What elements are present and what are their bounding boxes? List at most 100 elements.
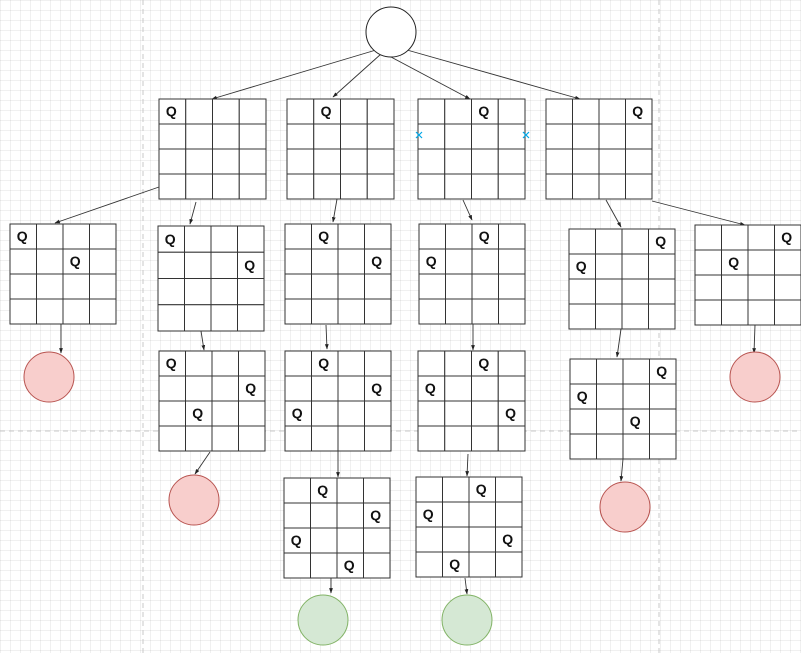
board-cell bbox=[184, 251, 212, 279]
board-cell bbox=[747, 299, 775, 326]
queen-piece: Q bbox=[426, 253, 437, 269]
board-cell bbox=[62, 273, 90, 300]
board-cell bbox=[649, 358, 677, 385]
board-cell bbox=[238, 123, 267, 150]
queen-piece: Q bbox=[781, 229, 792, 245]
dead-end-node[interactable] bbox=[23, 351, 75, 403]
queen-piece: Q bbox=[344, 557, 355, 573]
board-cell bbox=[415, 526, 443, 553]
board-cell bbox=[568, 228, 596, 255]
board-node-b2a[interactable]: QQ bbox=[284, 223, 392, 325]
board-node-b4b[interactable]: QQ bbox=[694, 224, 801, 326]
edge-b2a-to-b2a1 bbox=[324, 324, 329, 350]
board-node-b1a[interactable]: QQ bbox=[9, 223, 117, 325]
queen-piece: Q bbox=[245, 380, 256, 396]
board-cell bbox=[364, 400, 392, 427]
board-cell bbox=[36, 273, 64, 300]
board-cell bbox=[444, 425, 472, 452]
board-cell bbox=[284, 273, 312, 300]
board-cell bbox=[336, 477, 364, 504]
dead-end-node[interactable] bbox=[599, 481, 651, 533]
board-cell bbox=[237, 225, 265, 253]
board-node-b1b[interactable]: QQ bbox=[157, 225, 265, 332]
board-cell bbox=[471, 148, 499, 175]
board-cell bbox=[238, 173, 267, 200]
selection-markers bbox=[415, 131, 530, 139]
board-cell bbox=[364, 425, 392, 452]
board-node-b4a[interactable]: QQ bbox=[568, 228, 676, 330]
queen-piece: Q bbox=[632, 103, 643, 119]
board-cell bbox=[337, 425, 365, 452]
board-cell bbox=[340, 98, 368, 125]
board-cell bbox=[366, 123, 395, 150]
edge-b3a1a-to-s2 bbox=[464, 577, 469, 595]
board-cell bbox=[211, 350, 239, 377]
board-cell bbox=[364, 298, 392, 325]
solution-node[interactable] bbox=[441, 594, 493, 646]
board-cell bbox=[694, 274, 722, 301]
board-cell bbox=[238, 98, 267, 125]
board-cell bbox=[313, 123, 341, 150]
queen-piece: Q bbox=[318, 228, 329, 244]
board-cell bbox=[471, 248, 499, 275]
start-node[interactable] bbox=[365, 6, 417, 58]
board-cell bbox=[444, 375, 472, 402]
board-cell bbox=[211, 375, 239, 402]
queen-piece: Q bbox=[478, 355, 489, 371]
board-node-b2a1[interactable]: QQQ bbox=[284, 350, 392, 452]
board-cell bbox=[648, 303, 676, 330]
dead-end-node[interactable] bbox=[729, 351, 781, 403]
queen-piece: Q bbox=[630, 413, 641, 429]
board-cell bbox=[185, 98, 213, 125]
board-cell bbox=[313, 173, 341, 200]
queen-piece: Q bbox=[449, 556, 460, 572]
board-cell bbox=[721, 224, 749, 251]
board-cell bbox=[545, 98, 573, 125]
board-cell bbox=[417, 400, 446, 427]
selection-handle-icon[interactable] bbox=[415, 131, 423, 139]
board-cell bbox=[340, 173, 368, 200]
board-cell bbox=[495, 551, 523, 578]
board-cell bbox=[417, 375, 446, 402]
board-cell bbox=[284, 375, 312, 402]
board-cell bbox=[340, 148, 368, 175]
dead-end-node[interactable] bbox=[168, 474, 220, 526]
board-cell bbox=[89, 273, 117, 300]
board-cell bbox=[415, 476, 443, 503]
solution-node[interactable] bbox=[297, 594, 349, 646]
board-cell bbox=[311, 223, 339, 250]
tree-edges bbox=[54, 49, 757, 595]
board-node-b1[interactable]: Q bbox=[158, 98, 267, 200]
board-cell bbox=[596, 358, 624, 385]
selection-handle-icon[interactable] bbox=[522, 131, 530, 139]
board-cell bbox=[444, 173, 472, 200]
edge-b2-to-b2a bbox=[331, 198, 338, 223]
board-node-b2[interactable]: Q bbox=[286, 98, 395, 200]
board-cell bbox=[62, 298, 90, 325]
board-cell bbox=[212, 148, 240, 175]
board-node-b1b1[interactable]: QQQ bbox=[158, 350, 266, 452]
board-cell bbox=[366, 98, 395, 125]
board-cell bbox=[625, 98, 653, 125]
board-cell bbox=[212, 98, 240, 125]
board-cell bbox=[158, 148, 187, 175]
board-cell bbox=[569, 358, 597, 385]
board-cell bbox=[598, 123, 626, 150]
board-node-b4a1[interactable]: QQQ bbox=[569, 358, 677, 460]
board-node-b3[interactable]: Q bbox=[417, 98, 526, 200]
board-cell bbox=[569, 408, 597, 435]
board-cell bbox=[625, 148, 653, 175]
queen-piece: Q bbox=[244, 257, 255, 273]
queen-piece: Q bbox=[292, 405, 303, 421]
queen-piece: Q bbox=[502, 531, 513, 547]
board-node-b4[interactable]: Q bbox=[545, 98, 653, 200]
board-node-b3a1[interactable]: QQQ bbox=[417, 350, 526, 452]
queen-piece: Q bbox=[656, 363, 667, 379]
board-node-b3a[interactable]: QQ bbox=[418, 223, 526, 325]
board-cell bbox=[468, 526, 496, 553]
board-cell bbox=[444, 98, 472, 125]
